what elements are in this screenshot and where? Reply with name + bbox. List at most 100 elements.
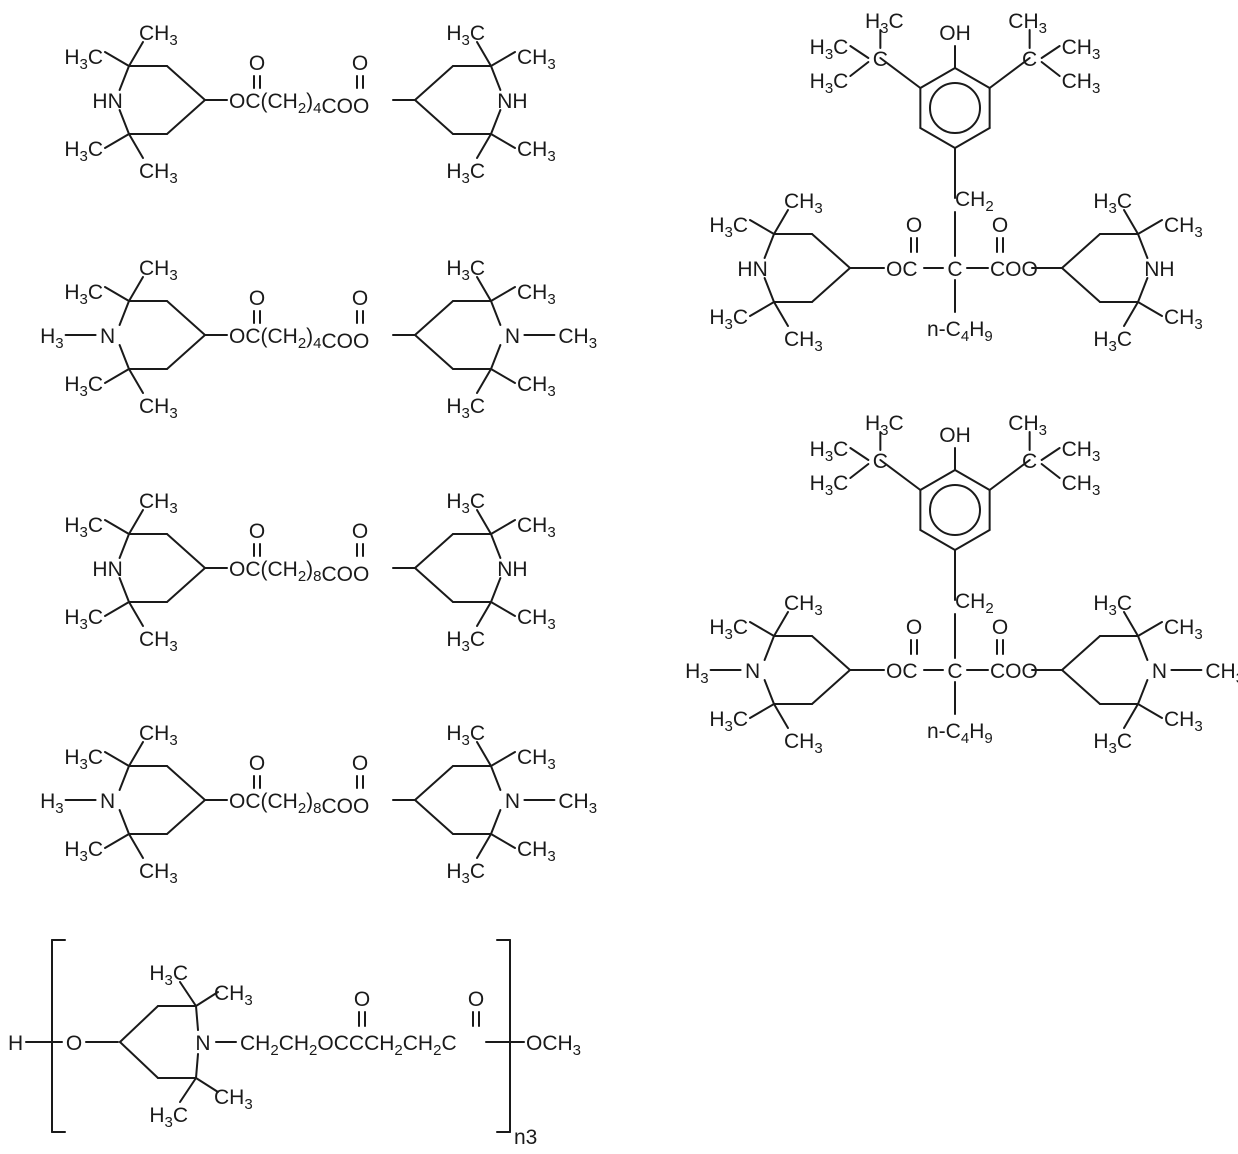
amine-n-label: N bbox=[100, 325, 115, 348]
methyl-label: CH3 bbox=[1062, 472, 1101, 499]
bond bbox=[129, 742, 143, 766]
carbonyl-oxygen-label: O bbox=[354, 988, 370, 1011]
methyl-label: H3C bbox=[865, 10, 904, 37]
n-butyl-label: n-C4H9 bbox=[927, 720, 993, 747]
n-methyl-label: CH3 bbox=[558, 325, 597, 352]
bond bbox=[955, 470, 990, 490]
methyl-label: H3C bbox=[64, 138, 103, 165]
bond bbox=[920, 68, 955, 88]
methyl-label: H3C bbox=[709, 708, 748, 735]
bond bbox=[129, 834, 143, 858]
bond bbox=[415, 534, 453, 568]
bond bbox=[491, 134, 515, 148]
bond bbox=[477, 510, 491, 534]
bond bbox=[1138, 220, 1162, 234]
methyl-label: H3C bbox=[64, 281, 103, 308]
methyl-label: CH3 bbox=[139, 628, 178, 655]
bond bbox=[105, 752, 129, 766]
carbonyl-oxygen-label: O bbox=[906, 616, 922, 639]
bond bbox=[120, 534, 129, 558]
n-methyl-label: H3 bbox=[685, 660, 709, 687]
bond bbox=[850, 62, 868, 76]
methyl-label: H3C bbox=[709, 616, 748, 643]
bond bbox=[120, 66, 129, 90]
bond bbox=[1042, 448, 1060, 460]
amine-n-label: N bbox=[745, 660, 760, 683]
bond bbox=[765, 234, 774, 258]
methylene-label: CH2 bbox=[955, 188, 994, 215]
bond bbox=[491, 345, 500, 369]
amine-nh-label: HN bbox=[92, 558, 122, 581]
bond bbox=[955, 68, 990, 88]
methyl-label: H3C bbox=[810, 472, 849, 499]
diester-chain-label: OC(CH2)8COO bbox=[229, 558, 369, 586]
bond bbox=[477, 369, 491, 393]
bond bbox=[129, 42, 143, 66]
bond bbox=[477, 42, 491, 66]
bond bbox=[750, 704, 774, 718]
quaternary-carbon-label: C bbox=[1022, 48, 1037, 71]
bond bbox=[167, 534, 205, 568]
bond bbox=[491, 534, 500, 558]
methyl-label: CH3 bbox=[214, 982, 253, 1009]
bond bbox=[180, 1078, 196, 1102]
methyl-label: H3C bbox=[446, 22, 485, 49]
n-methyl-label: H3 bbox=[40, 790, 64, 817]
carbonyl-oxygen-label: O bbox=[352, 520, 368, 543]
bond bbox=[167, 100, 205, 134]
bond bbox=[415, 766, 453, 800]
bond bbox=[129, 369, 143, 393]
amine-n-label: N bbox=[1152, 660, 1167, 683]
bond bbox=[167, 335, 205, 369]
methyl-label: H3C bbox=[446, 257, 485, 284]
bond bbox=[415, 800, 453, 834]
bond bbox=[491, 578, 500, 602]
methyl-label: CH3 bbox=[517, 606, 556, 633]
bond bbox=[105, 520, 129, 534]
methyl-label: CH3 bbox=[784, 190, 823, 217]
methyl-label: CH3 bbox=[139, 395, 178, 422]
bond bbox=[105, 287, 129, 301]
structure-bis-tmp-sebacate: CH3H3CCH3H3CHNH3CCH3H3CCH3NHOC(CH2)8COOO… bbox=[64, 490, 555, 655]
bond bbox=[1124, 612, 1138, 636]
methyl-label: H3C bbox=[810, 438, 849, 465]
bond bbox=[812, 670, 850, 704]
aromatic-ring-circle bbox=[930, 83, 980, 133]
bond bbox=[105, 134, 129, 148]
methyl-label: H3C bbox=[865, 412, 904, 439]
central-carbon-label: C bbox=[947, 660, 962, 683]
amine-n-label: N bbox=[100, 790, 115, 813]
quaternary-carbon-label: C bbox=[873, 48, 888, 71]
n-methyl-label: H3 bbox=[40, 325, 64, 352]
methyl-label: CH3 bbox=[139, 490, 178, 517]
bond bbox=[167, 800, 205, 834]
bond bbox=[774, 302, 788, 326]
methyl-label: H3C bbox=[64, 373, 103, 400]
bond bbox=[491, 52, 515, 66]
bond bbox=[1124, 704, 1138, 728]
bond bbox=[765, 278, 774, 302]
carbonyl-oxygen-label: O bbox=[249, 752, 265, 775]
bond bbox=[1138, 234, 1147, 258]
methyl-label: CH3 bbox=[1164, 708, 1203, 735]
methyl-label: H3C bbox=[149, 962, 188, 989]
bond bbox=[477, 742, 491, 766]
bond bbox=[1042, 62, 1060, 76]
methyl-label: CH3 bbox=[517, 514, 556, 541]
bond bbox=[415, 335, 453, 369]
bond bbox=[774, 612, 788, 636]
methyl-label: CH3 bbox=[517, 373, 556, 400]
bond bbox=[765, 636, 774, 660]
bond bbox=[774, 210, 788, 234]
bond bbox=[1138, 636, 1147, 660]
methyl-label: CH3 bbox=[1164, 616, 1203, 643]
methyl-label: CH3 bbox=[784, 592, 823, 619]
bond bbox=[129, 602, 143, 626]
methyl-label: CH3 bbox=[784, 328, 823, 355]
methyl-label: CH3 bbox=[517, 746, 556, 773]
methyl-label: H3C bbox=[446, 628, 485, 655]
methyl-label: CH3 bbox=[1062, 438, 1101, 465]
bond bbox=[955, 530, 990, 550]
